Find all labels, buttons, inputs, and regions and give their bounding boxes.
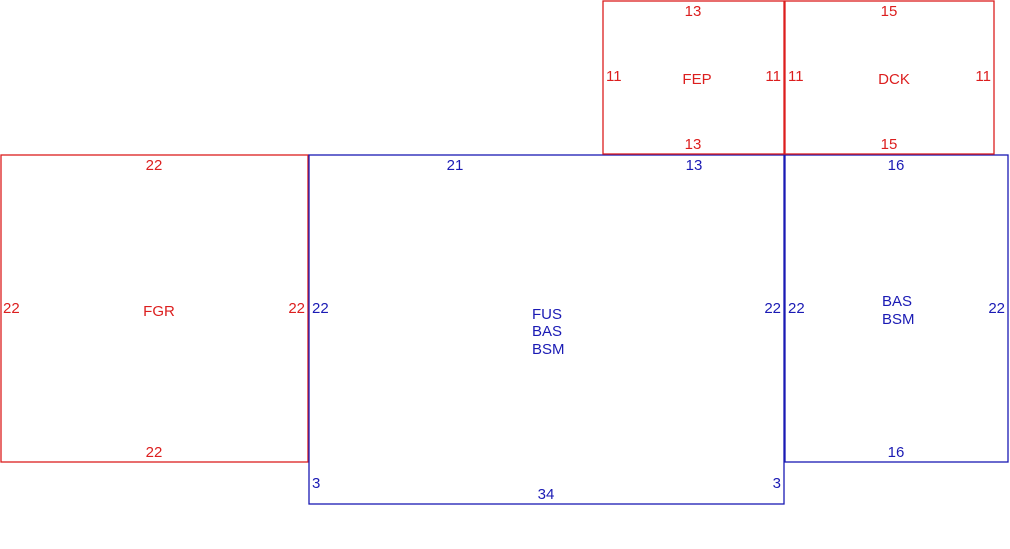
fep-dim-right: 11: [765, 68, 781, 85]
fus-dim-top-right: 13: [686, 157, 703, 174]
fus-label-3: BSM: [532, 341, 565, 358]
fus-dim-top-left: 21: [447, 157, 464, 174]
area-bas-outline: [784, 154, 1009, 463]
fus-dim-right: 22: [764, 300, 781, 317]
area-fus-outline: [308, 154, 785, 505]
bas-label-1: BAS: [882, 293, 912, 310]
fus-dim-bottom: 34: [538, 486, 555, 503]
dck-label: DCK: [878, 71, 910, 88]
fus-dim-left: 22: [312, 300, 329, 317]
dck-dim-left: 11: [788, 68, 804, 85]
bas-dim-left: 22: [788, 300, 805, 317]
area-fgr: FGR 22 22 22 22: [0, 154, 309, 463]
area-bas: BAS BSM 16 16 22 22: [784, 154, 1009, 463]
bas-dim-right: 22: [988, 300, 1005, 317]
fgr-dim-bottom: 22: [146, 444, 163, 461]
dck-dim-bottom: 15: [881, 136, 898, 153]
fep-dim-bottom: 13: [685, 136, 702, 153]
fgr-dim-left: 22: [3, 300, 20, 317]
area-fus: FUS BAS BSM 21 13 22 22 34 3 3: [308, 154, 785, 505]
fgr-dim-right: 22: [288, 300, 305, 317]
area-fep-outline: [602, 0, 785, 155]
fus-dim-bottom-left: 3: [312, 475, 320, 492]
bas-label-2: BSM: [882, 311, 915, 328]
area-dck: DCK 15 15 11 11: [784, 0, 995, 155]
fus-label-2: BAS: [532, 323, 562, 340]
area-fgr-outline: [0, 154, 309, 463]
fep-dim-top: 13: [685, 3, 702, 20]
fus-label-1: FUS: [532, 306, 562, 323]
bas-dim-top: 16: [888, 157, 905, 174]
fep-label: FEP: [682, 71, 711, 88]
fep-dim-left: 11: [606, 68, 622, 85]
bas-dim-bottom: 16: [888, 444, 905, 461]
fgr-label: FGR: [143, 303, 175, 320]
dck-dim-right: 11: [975, 68, 991, 85]
area-dck-outline: [784, 0, 995, 155]
fgr-dim-top: 22: [146, 157, 163, 174]
dck-dim-top: 15: [881, 3, 898, 20]
fus-dim-bottom-right: 3: [773, 475, 781, 492]
area-fep: FEP 13 13 11 11: [602, 0, 785, 155]
